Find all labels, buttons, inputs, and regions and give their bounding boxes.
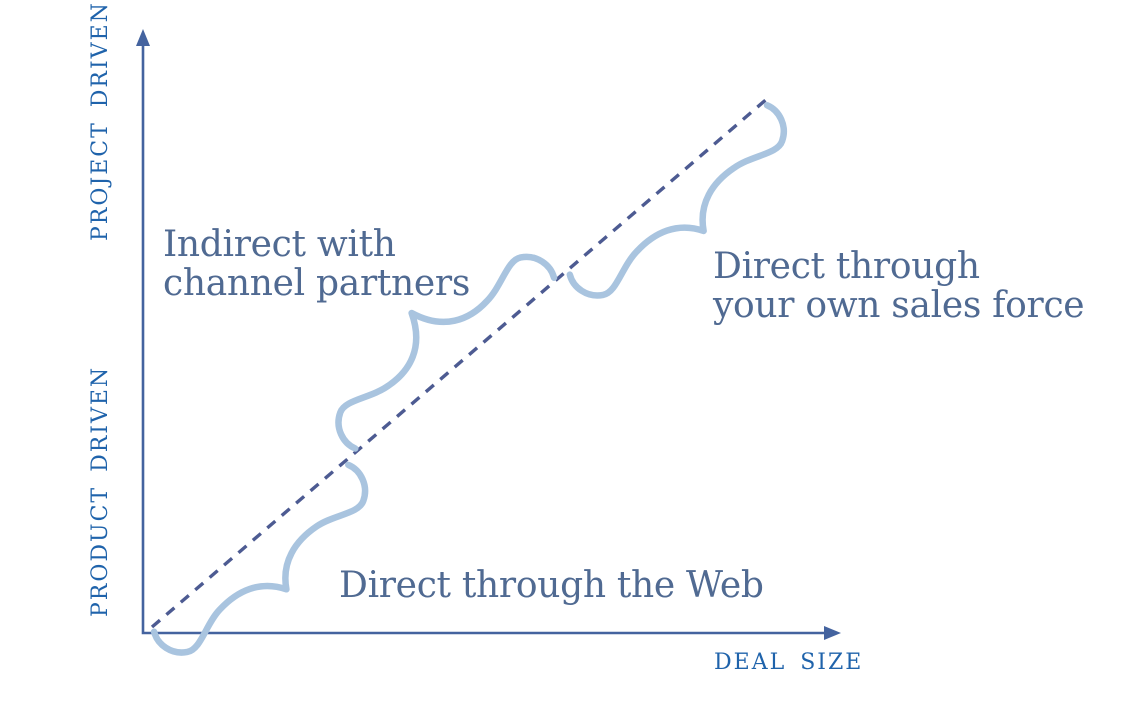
- y-axis-label-project-driven: PROJECT DRIVEN: [88, 1, 113, 241]
- y-axis-label-product-driven: PRODUCT DRIVEN: [88, 365, 113, 617]
- brace-web: [150, 461, 369, 656]
- label-direct-web: Direct through the Web: [339, 566, 764, 605]
- brace-sales-force: [566, 102, 787, 299]
- label-line: channel partners: [163, 263, 471, 304]
- brace-group: [150, 102, 787, 656]
- label-direct-sales-force: Direct through your own sales force: [713, 246, 1085, 326]
- x-axis-arrow-icon: [824, 626, 841, 640]
- diagonal-dashed-line: [150, 96, 770, 629]
- axes-lines: [141, 44, 827, 635]
- label-line: Direct through: [713, 246, 980, 287]
- y-axis-arrow-icon: [136, 29, 150, 46]
- label-line: Indirect with: [163, 224, 396, 265]
- label-line: your own sales force: [713, 285, 1085, 326]
- x-axis-label-deal-size: DEAL SIZE: [714, 650, 864, 675]
- label-indirect-channel-partners: Indirect with channel partners: [163, 225, 470, 303]
- label-line: Direct through the Web: [339, 565, 764, 606]
- brace-channel-partners: [335, 253, 558, 452]
